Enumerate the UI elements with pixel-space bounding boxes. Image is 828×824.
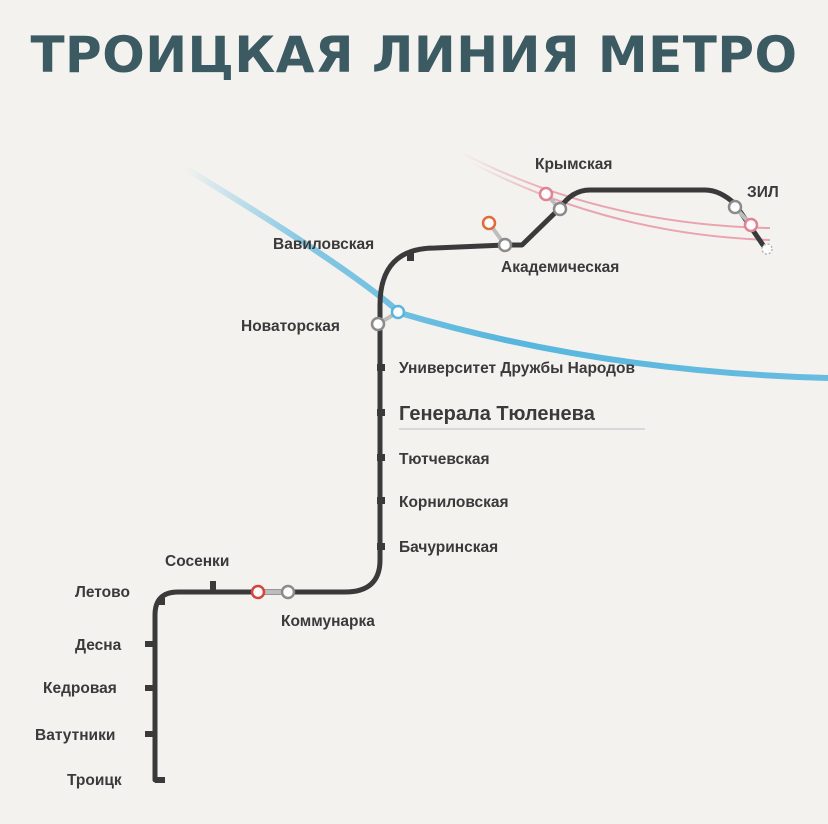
transfer-kommunarka [250,584,296,600]
future-station-zil [761,243,773,255]
transfer-novatorskaya-troitskaya [370,316,386,332]
tick-generala [377,409,385,416]
tick-letovo [157,598,165,605]
tick-bachurinskaya [377,543,385,550]
transfer-akademicheskaya-troitskaya [497,237,513,253]
transfer-krymskaya-pink [538,186,554,202]
station-label-kedrovaya: Кедровая [43,680,117,697]
transfer-novatorskaya-blue [390,304,406,320]
map-title: ТРОИЦКАЯ ЛИНИЯ МЕТРО [30,26,798,84]
blue-line [183,165,828,381]
station-label-generala-tyuleneva: Генерала Тюленева [399,403,596,425]
transfer-kommunarka-red [250,584,266,600]
transfer-zil-troitskaya [727,199,743,215]
station-label-letovo: Летово [75,584,130,601]
station-label-tyutchevskaya: Тютчевская [399,451,490,468]
station-label-vatutniki: Ватутники [35,727,115,744]
transfer-akademicheskaya-orange [481,215,497,231]
tick-tyutchevskaya [377,454,385,461]
tick-vatutniki [145,731,155,737]
tick-sosenki [210,581,216,592]
tick-vavilovskaya [407,252,414,261]
pink-line-outer [459,151,771,229]
station-label-vavilovskaya: Вавиловская [273,236,374,253]
transfer-zil-pink [743,217,759,233]
tick-troitsk [155,777,165,783]
troitskaya-line [152,187,768,783]
station-label-desna: Десна [75,637,122,654]
station-label-zil: ЗИЛ [747,184,779,201]
station-label-novatorskaya: Новаторская [241,318,340,335]
transfer-novatorskaya [370,304,406,332]
station-label-kommunarka: Коммунарка [281,613,375,630]
zil-dashed-extension [750,224,767,249]
station-label-udn: Университет Дружбы Народов [399,360,635,377]
transfer-krymskaya-troitskaya [552,201,568,217]
tick-kedrovaya [145,685,155,691]
transfer-zil [727,199,773,255]
tick-kornilovskaya [377,497,385,504]
transfer-krymskaya [538,186,568,217]
station-label-kornilovskaya: Корниловская [399,494,509,511]
station-label-troitsk: Троицк [67,772,122,789]
transfer-akademicheskaya [481,215,513,253]
station-ticks [145,252,414,783]
tick-desna [145,641,155,647]
station-label-akademicheskaya: Академическая [501,259,619,276]
tick-udn [377,364,385,371]
station-label-sosenki: Сосенки [165,553,229,570]
transfer-kommunarka-troitskaya [280,584,296,600]
pink-line-inner [469,161,771,241]
station-label-bachurinskaya: Бачуринская [399,539,498,556]
station-label-krymskaya: Крымская [535,156,612,173]
